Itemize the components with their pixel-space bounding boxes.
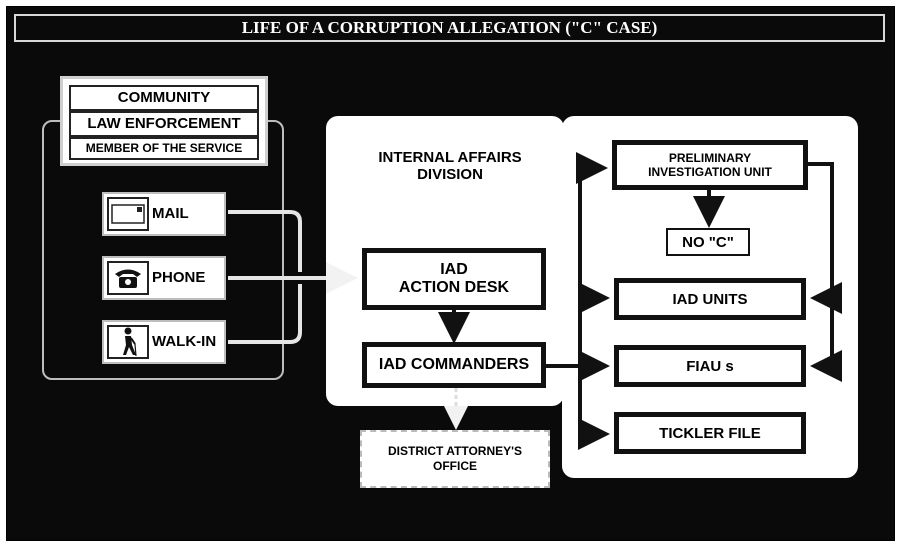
action-desk-line2: ACTION DESK — [398, 279, 510, 296]
no-c-box: NO "C" — [666, 228, 750, 256]
channel-walkin: WALK-IN — [102, 320, 226, 364]
piu-line1: PRELIMINARY — [668, 151, 752, 165]
iad-commanders: IAD COMMANDERS — [362, 342, 546, 388]
piu-line2: INVESTIGATION UNIT — [648, 165, 772, 179]
source-community: COMMUNITY — [69, 85, 259, 111]
channel-feed-lines — [228, 210, 358, 344]
fiaus: FIAU s — [614, 345, 806, 387]
iad-units: IAD UNITS — [614, 278, 806, 320]
iad-division-line2: DIVISION — [417, 166, 483, 183]
action-desk-line1: IAD — [440, 261, 468, 278]
telephone-icon — [107, 261, 149, 295]
source-member-of-service: MEMBER OF THE SERVICE — [69, 137, 259, 160]
walking-person-icon — [107, 325, 149, 359]
source-law-enforcement: LAW ENFORCEMENT — [69, 111, 259, 137]
da-line1: DISTRICT ATTORNEY'S — [388, 444, 522, 458]
envelope-icon — [107, 197, 149, 231]
channel-phone: PHONE — [102, 256, 226, 300]
iad-action-desk: IAD ACTION DESK — [362, 248, 546, 310]
channel-mail: MAIL — [102, 192, 226, 236]
iad-division-label: INTERNAL AFFAIRS DIVISION — [360, 146, 540, 186]
diagram-title: LIFE OF A CORRUPTION ALLEGATION ("C" CAS… — [14, 14, 885, 42]
district-attorneys-office: DISTRICT ATTORNEY'S OFFICE — [360, 430, 550, 488]
allegation-sources: COMMUNITY LAW ENFORCEMENT MEMBER OF THE … — [60, 76, 268, 166]
da-line2: OFFICE — [433, 459, 477, 473]
piu-return-lines — [808, 162, 842, 382]
commanders-branch-lines — [546, 152, 610, 450]
tickler-file: TICKLER FILE — [614, 412, 806, 454]
iad-division-line1: INTERNAL AFFAIRS — [378, 149, 522, 166]
channel-phone-label: PHONE — [152, 269, 206, 286]
channel-mail-label: MAIL — [152, 205, 189, 222]
channel-walkin-label: WALK-IN — [152, 333, 217, 350]
preliminary-investigation-unit: PRELIMINARY INVESTIGATION UNIT — [612, 140, 808, 190]
